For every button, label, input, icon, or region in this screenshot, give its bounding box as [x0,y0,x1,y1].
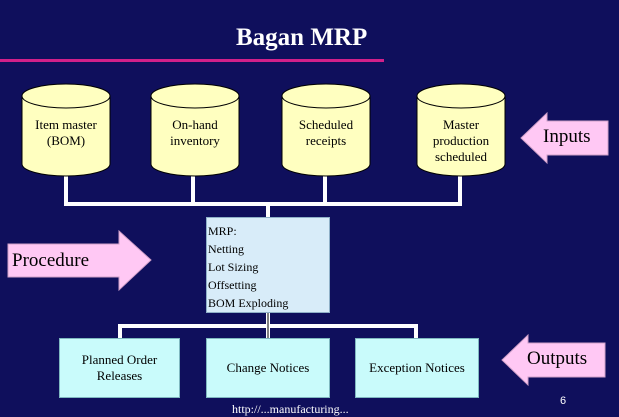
mrp-line: BOM Exploding [208,296,289,310]
cylinder-master-production [416,83,506,177]
input-label-line: On-hand [172,117,218,132]
input-connectors [64,174,462,218]
title-underline [0,59,384,62]
output-label-line: Releases [96,368,143,383]
outputs-arrow [501,333,606,387]
output-label-line: Change Notices [226,360,310,375]
input-label-master-production: Master production scheduled [417,117,505,165]
input-label-line: Item master [35,117,97,132]
input-label-line: Master [442,117,480,132]
input-label-line: production [432,133,490,148]
mrp-procedure-box: MRP: Netting Lot Sizing Offsetting BOM E… [206,217,330,313]
mrp-line: Netting [208,242,244,256]
output-exception-notices: Exception Notices [355,338,479,398]
input-label-on-hand-inventory: On-hand inventory [151,117,239,149]
cylinder-on-hand-inventory [150,83,240,177]
input-label-line: (BOM) [46,133,86,148]
input-label-line: inventory [170,133,220,148]
mrp-line: Offsetting [208,278,257,292]
page-title-text: Bagan MRP [236,24,368,51]
input-label-line: scheduled [435,149,487,164]
cylinder-item-master [21,83,111,177]
cylinder-scheduled-receipts [281,83,371,177]
output-planned-order-releases: Planned Order Releases [59,338,180,398]
input-label-line: receipts [305,133,347,148]
procedure-arrow-label: Procedure [12,250,90,271]
input-label-scheduled-receipts: Scheduled receipts [282,117,370,149]
inputs-arrow-label: Inputs [543,126,591,147]
mrp-line: Lot Sizing [208,260,259,274]
input-label-item-master: Item master (BOM) [22,117,110,149]
output-label-line: Exception Notices [369,360,465,375]
page-number: 6 [560,395,567,407]
input-label-line: Scheduled [298,117,354,132]
outputs-arrow-label: Outputs [527,348,588,369]
output-label-line: Planned Order [81,352,158,367]
procedure-arrow [7,229,152,292]
output-change-notices: Change Notices [206,338,330,398]
inputs-arrow [520,111,609,165]
mrp-line: MRP: [208,224,237,238]
